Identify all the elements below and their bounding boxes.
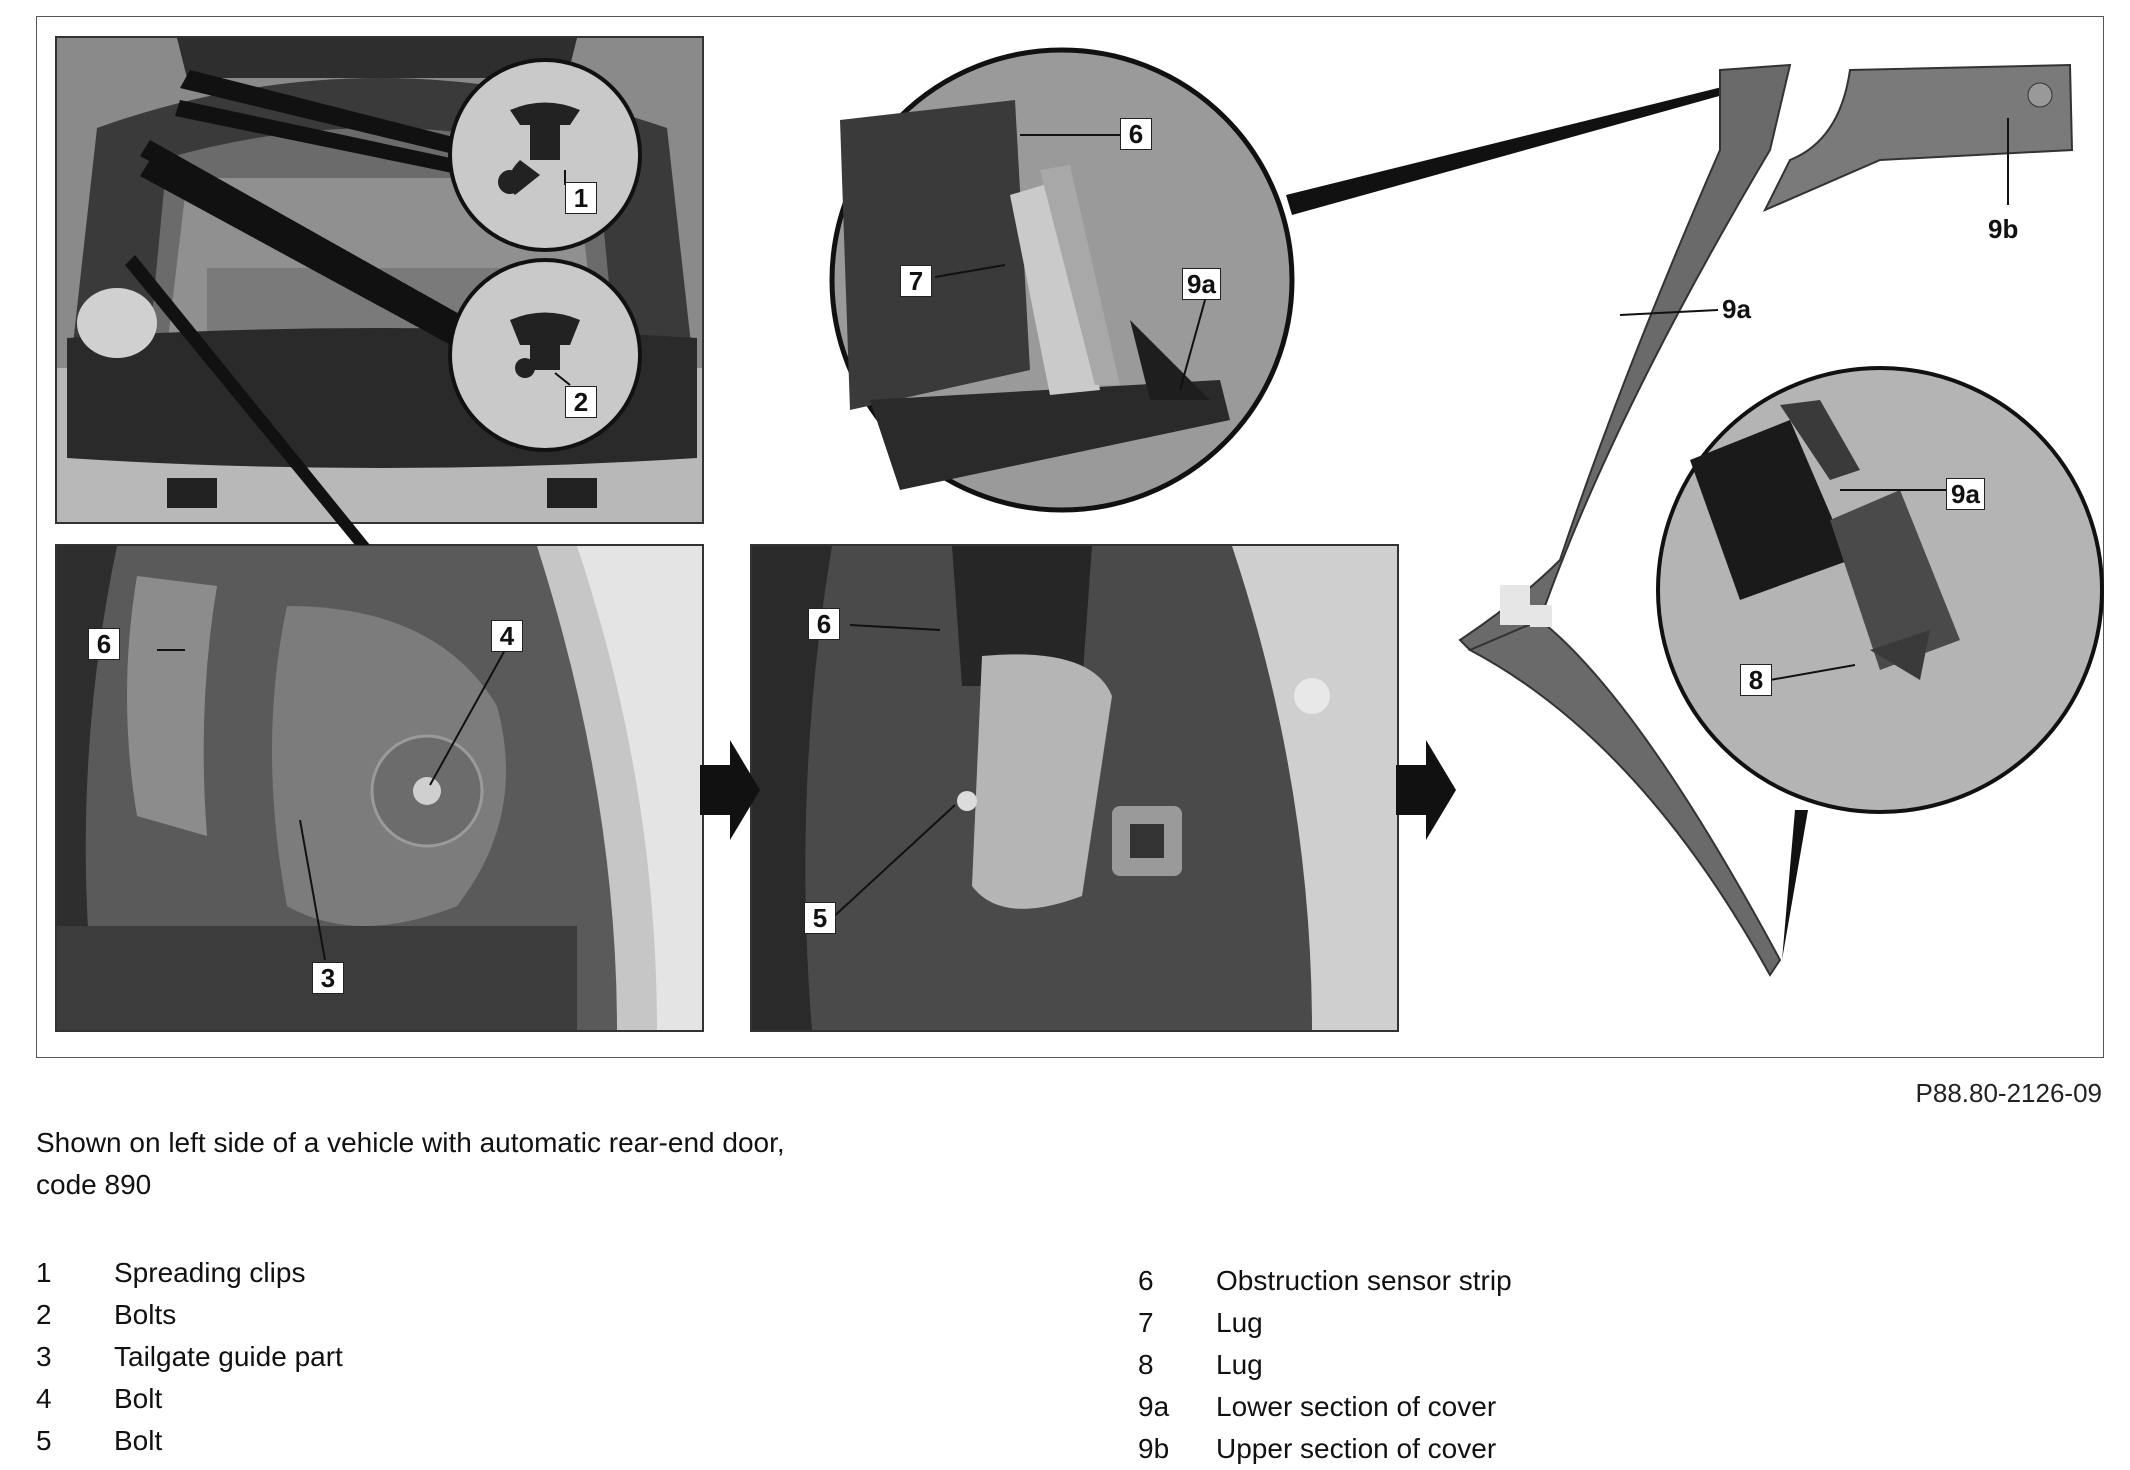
callout-2: 2 — [565, 386, 597, 418]
legend-label: Tailgate guide part — [114, 1341, 343, 1372]
legend-item: 7 Lug — [1138, 1302, 1512, 1344]
callout-3: 3 — [312, 962, 344, 994]
legend-label: Bolt — [114, 1425, 163, 1456]
legend-number: 5 — [36, 1425, 52, 1456]
legend-number: 7 — [1138, 1307, 1154, 1338]
caption-line: code 890 — [36, 1169, 152, 1200]
legend-item: 6 Obstruction sensor strip — [1138, 1260, 1512, 1302]
legend-label: Obstruction sensor strip — [1216, 1265, 1512, 1296]
legend-label: Bolts — [114, 1299, 177, 1330]
legend-item: 4 Bolt — [36, 1378, 343, 1420]
figure-code: P88.80-2126-09 — [1915, 1078, 2102, 1108]
callout-6-panel-a: 6 — [88, 628, 120, 660]
arrow-icon — [700, 740, 760, 840]
callout-9a-detail: 9a — [1182, 268, 1221, 300]
legend-item: 5 Bolt — [36, 1420, 343, 1462]
legend-number: 3 — [36, 1341, 52, 1372]
caption-line: Shown on left side of a vehicle with aut… — [36, 1127, 785, 1158]
callout-8: 8 — [1740, 664, 1772, 696]
legend-item: 9a Lower section of cover — [1138, 1386, 1512, 1428]
legend-number: 8 — [1138, 1349, 1154, 1380]
legend-number: 6 — [1138, 1265, 1154, 1296]
legend-label: Lower section of cover — [1216, 1391, 1497, 1422]
legend-label: Bolt — [114, 1383, 163, 1414]
legend-number: 9a — [1138, 1391, 1170, 1422]
callout-9b: 9b — [1988, 214, 2019, 244]
arrow-icon — [1396, 740, 1456, 840]
legend-item: 8 Lug — [1138, 1344, 1512, 1386]
callout-7: 7 — [900, 265, 932, 297]
legend-item: 9b Upper section of cover — [1138, 1428, 1512, 1470]
legend-number: 1 — [36, 1257, 52, 1288]
callout-9a-part: 9a — [1722, 294, 1751, 324]
legend-number: 9b — [1138, 1433, 1170, 1464]
callout-5: 5 — [804, 902, 836, 934]
callout-6-panel-b: 6 — [808, 608, 840, 640]
legend-label: Lug — [1216, 1349, 1263, 1380]
legend-item: 1 Spreading clips — [36, 1252, 343, 1294]
legend-label: Spreading clips — [114, 1257, 306, 1288]
vehicle-rear-photo — [55, 36, 704, 524]
legend-label: Upper section of cover — [1216, 1433, 1497, 1464]
callout-1: 1 — [565, 182, 597, 214]
legend-left: 1 Spreading clips 2 Bolts 3 Tailgate guide … — [36, 1252, 343, 1462]
legend-item: 2 Bolts — [36, 1294, 343, 1336]
legend-number: 4 — [36, 1383, 52, 1414]
callout-6-detail: 6 — [1120, 118, 1152, 150]
callout-4: 4 — [491, 620, 523, 652]
caption: Shown on left side of a vehicle with aut… — [36, 1122, 916, 1206]
panel-b-photo — [750, 544, 1399, 1032]
legend-item: 3 Tailgate guide part — [36, 1336, 343, 1378]
callout-9a-zoom: 9a — [1946, 478, 1985, 510]
legend-label: Lug — [1216, 1307, 1263, 1338]
panel-a-photo — [55, 544, 704, 1032]
legend-number: 2 — [36, 1299, 52, 1330]
